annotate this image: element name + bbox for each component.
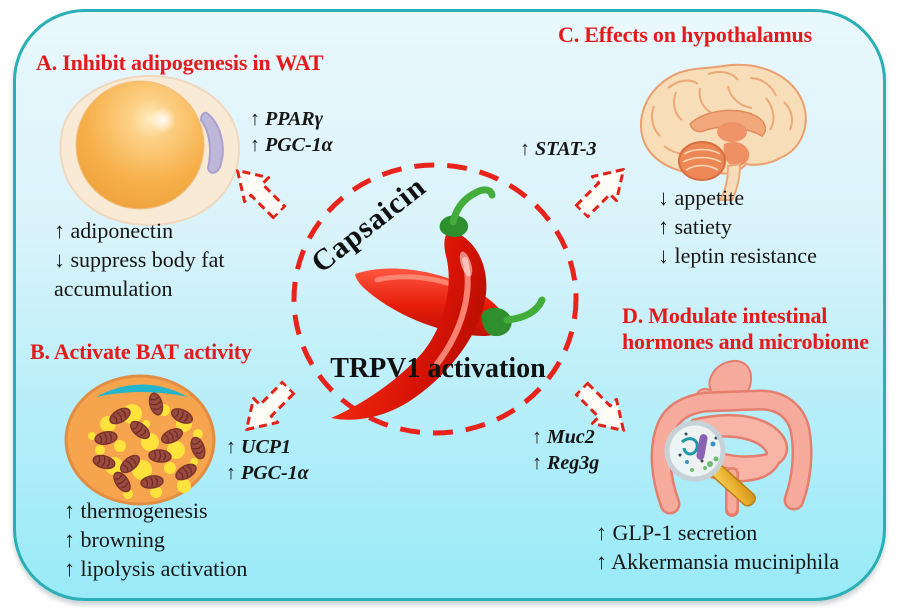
white-adipocyte-illustration bbox=[59, 74, 240, 226]
mediator: ↑ UCP1 bbox=[226, 436, 291, 458]
section-b-title: B. Activate BAT activity bbox=[30, 339, 252, 364]
effect: ↑ GLP-1 secretion bbox=[596, 520, 758, 545]
section-c-mediators: ↑ STAT-3 bbox=[520, 136, 597, 162]
section-d-mediators: ↑ Muc2 ↑ Reg3g bbox=[532, 424, 599, 476]
mediator: ↑ Muc2 bbox=[532, 426, 595, 448]
section-d-effects: ↑ GLP-1 secretion ↑ Akkermansia muciniph… bbox=[596, 518, 839, 576]
mediator: ↑ PPARγ bbox=[250, 108, 323, 130]
effect: ↓ suppress body fat accumulation bbox=[54, 247, 225, 301]
section-b-effects: ↑ thermogenesis ↑ browning ↑ lipolysis a… bbox=[64, 496, 247, 583]
effect: ↑ lipolysis activation bbox=[64, 556, 248, 581]
mediator: ↑ Reg3g bbox=[532, 452, 600, 474]
chili-peppers-icon bbox=[331, 186, 546, 420]
section-a-title: A. Inhibit adipogenesis in WAT bbox=[36, 50, 324, 75]
section-c-title: C. Effects on hypothalamus bbox=[558, 22, 812, 47]
arrow-to-bat-icon bbox=[244, 380, 296, 432]
section-d-title: D. Modulate intestinal hormones and micr… bbox=[622, 303, 869, 354]
effect: ↑ thermogenesis bbox=[64, 498, 208, 523]
trpv1-activation-label: TRPV1 activation bbox=[330, 353, 546, 384]
effect: ↑ satiety bbox=[658, 214, 732, 239]
mediator: ↑ PGC-1α bbox=[250, 134, 333, 156]
arrow-to-wat-icon bbox=[235, 168, 287, 220]
arrow-to-hypothalamus-icon bbox=[574, 167, 626, 219]
brain-illustration bbox=[640, 63, 807, 201]
effect: ↑ Akkermansia muciniphila bbox=[596, 549, 840, 574]
section-a-effects: ↑ adiponectin ↓ suppress body fat accumu… bbox=[54, 216, 306, 303]
effect: ↑ browning bbox=[64, 527, 165, 552]
mediator: ↑ STAT-3 bbox=[520, 138, 597, 160]
mediator: ↑ PGC-1α bbox=[226, 462, 309, 484]
section-c-effects: ↓ appetite ↑ satiety ↓ leptin resistance bbox=[658, 183, 817, 270]
effect: ↓ leptin resistance bbox=[658, 243, 817, 268]
arrow-to-intestine-icon bbox=[574, 381, 626, 433]
effect: ↑ adiponectin bbox=[54, 218, 174, 243]
effect: ↓ appetite bbox=[658, 185, 745, 210]
section-a-mediators: ↑ PPARγ ↑ PGC-1α bbox=[250, 106, 333, 158]
brown-adipocyte-illustration bbox=[64, 374, 216, 506]
section-b-mediators: ↑ UCP1 ↑ PGC-1α bbox=[226, 434, 309, 486]
intestine-magnifier-illustration bbox=[650, 360, 813, 517]
